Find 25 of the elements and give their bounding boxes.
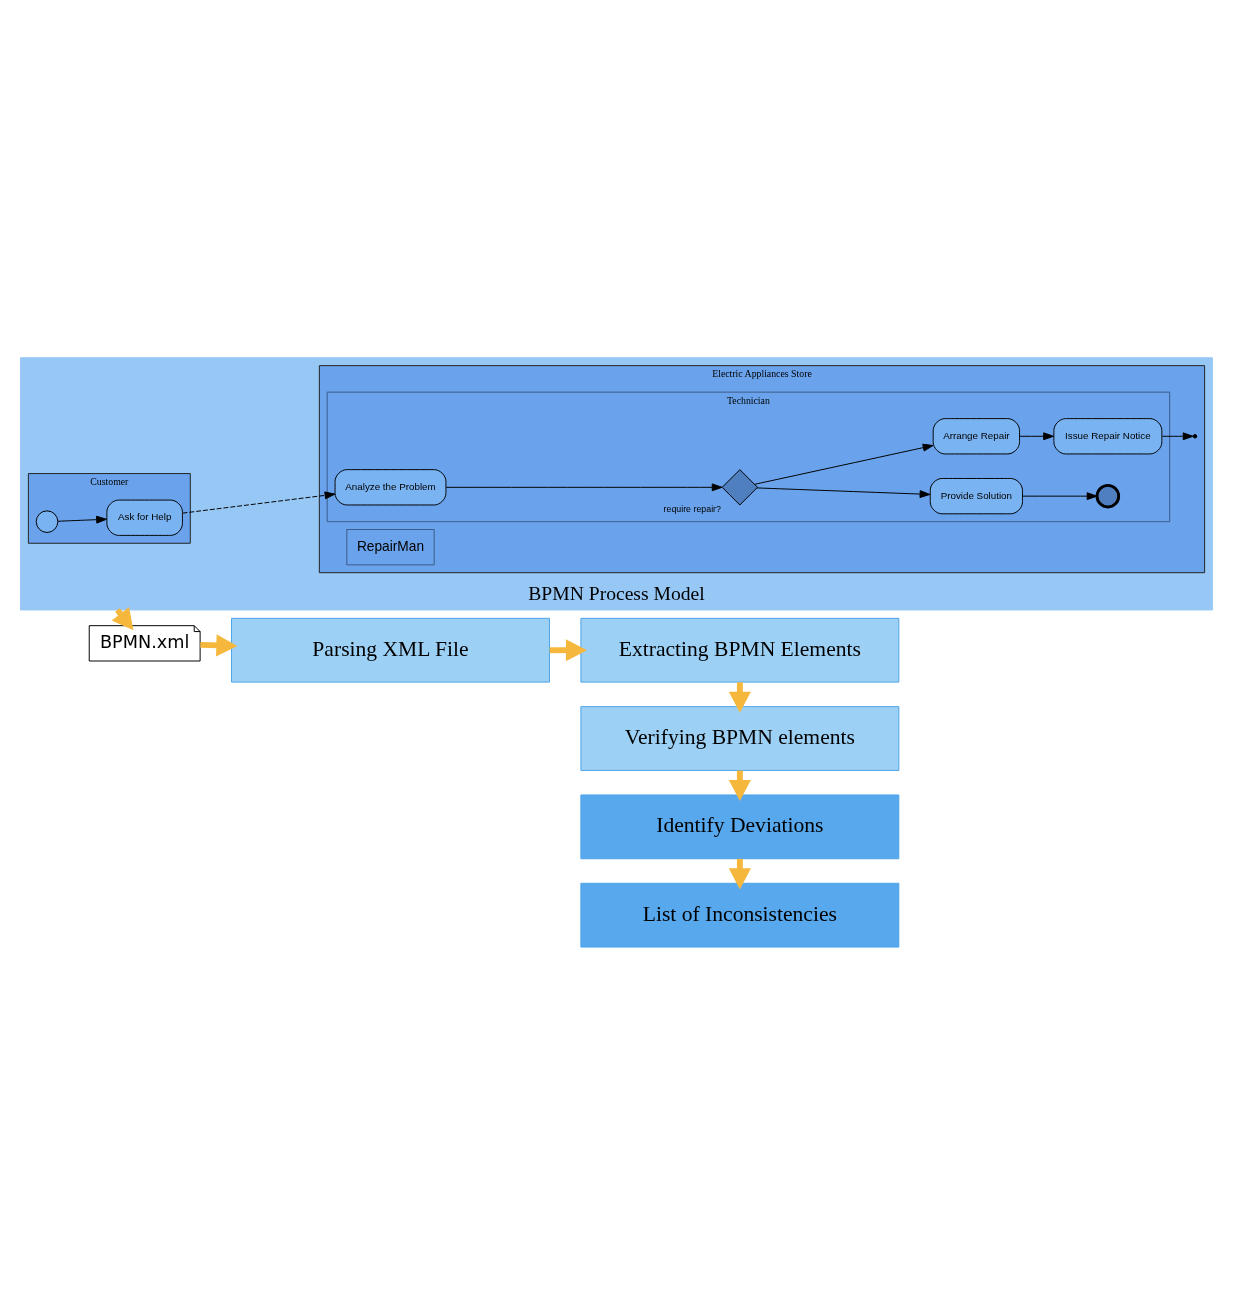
arrow: [445, 482, 723, 491]
node-circle: [1095, 483, 1121, 508]
arrow: [754, 443, 934, 485]
node-diamond: [721, 468, 758, 505]
node-box: Issue Repair Notice: [1053, 417, 1163, 454]
arrow: [1019, 431, 1054, 440]
node-box: Arrange Repair: [932, 417, 1021, 454]
arrow: [1161, 431, 1194, 440]
arrow: [182, 490, 336, 514]
arrow: [1022, 491, 1098, 500]
node-box: Verifying BPMN elements: [580, 705, 900, 771]
node-box: Analyze the Problem: [334, 468, 447, 505]
arrow: [200, 633, 238, 656]
arrow: [549, 638, 587, 661]
node-box: Parsing XML File: [231, 617, 550, 683]
arrow: [57, 515, 107, 524]
node-box: Ask for Help: [106, 499, 183, 536]
node-box: List of Inconsistencies: [580, 882, 900, 948]
node-box: Extracting BPMN Elements: [580, 617, 900, 683]
node-circle: [35, 509, 59, 533]
node-box: Identify Deviations: [580, 794, 900, 859]
node-box: RepairMan: [346, 528, 435, 565]
arrow: [756, 486, 931, 498]
node-box: Provide Solution: [929, 477, 1023, 514]
node-label: require repair?: [663, 503, 721, 514]
